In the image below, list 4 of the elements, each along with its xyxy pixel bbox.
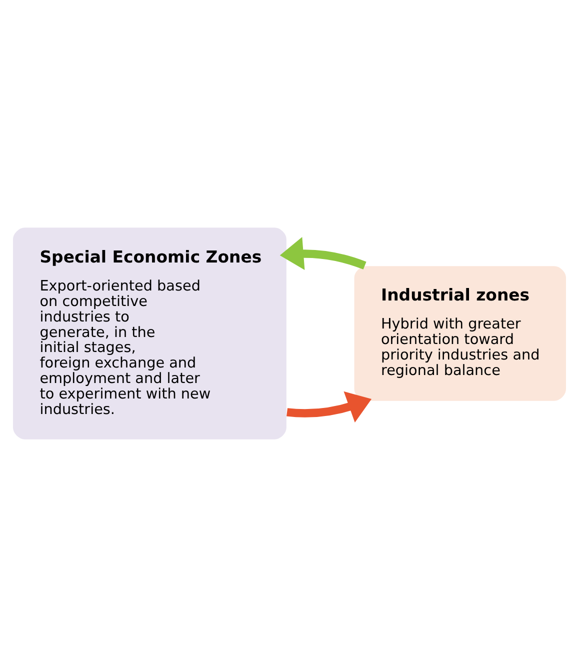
- node-box: Special Economic Zones Export-oriented based on competitive industries to generate, in the initial stages, foreign exchange and employment and later to experiment with new industries.: [12, 226, 288, 440]
- arrow: [280, 236, 366, 270]
- arrow: [286, 390, 372, 422]
- node-box: Industrial zones Hybrid with greater orientation toward priority industries and regional balance: [353, 264, 568, 402]
